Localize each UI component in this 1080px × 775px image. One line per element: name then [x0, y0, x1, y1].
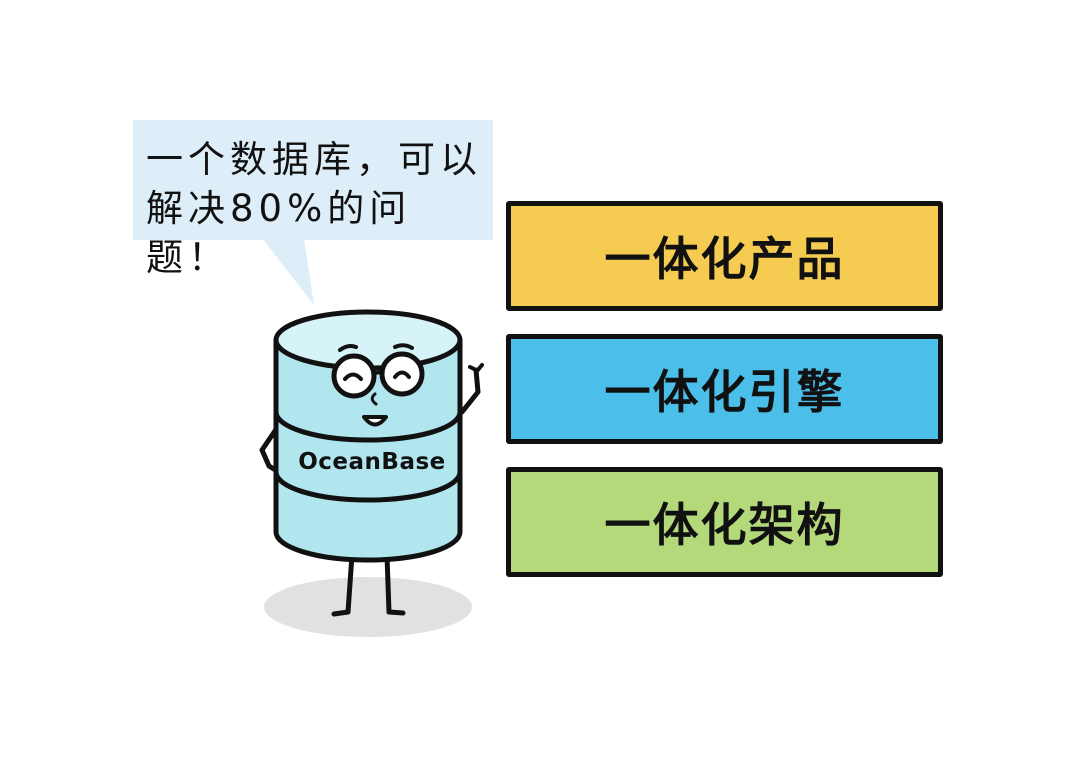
mascot-left-eye: [343, 372, 363, 381]
feature-label-product: 一体化产品: [604, 232, 845, 286]
mascot-brand-label: OceanBase: [298, 449, 446, 475]
mascot-right-eye: [393, 370, 411, 379]
mascot-band-1: [273, 411, 463, 443]
mascot-mouth: [362, 415, 388, 427]
feature-box-architecture: 一体化架构: [506, 467, 943, 577]
speech-bubble: [133, 120, 493, 240]
mascot-left-leg: [345, 552, 355, 615]
feature-box-engine: 一体化引擎: [506, 334, 943, 444]
mascot-band-2: [273, 471, 463, 503]
speech-line-2: 解决80%的问题！: [146, 187, 412, 279]
feature-label-architecture: 一体化架构: [604, 498, 845, 552]
feature-label-engine: 一体化引擎: [604, 365, 845, 419]
mascot-right-leg: [384, 553, 392, 615]
speech-bubble-text: 一个数据库，可以 解决80%的问题！: [146, 135, 486, 282]
mascot-right-arm: [459, 367, 481, 415]
mascot-body: [273, 337, 463, 563]
mascot-nose: [370, 392, 378, 406]
speech-line-1: 一个数据库，可以: [146, 138, 482, 181]
mascot-shadow: [264, 577, 472, 637]
feature-box-product: 一体化产品: [506, 201, 943, 311]
